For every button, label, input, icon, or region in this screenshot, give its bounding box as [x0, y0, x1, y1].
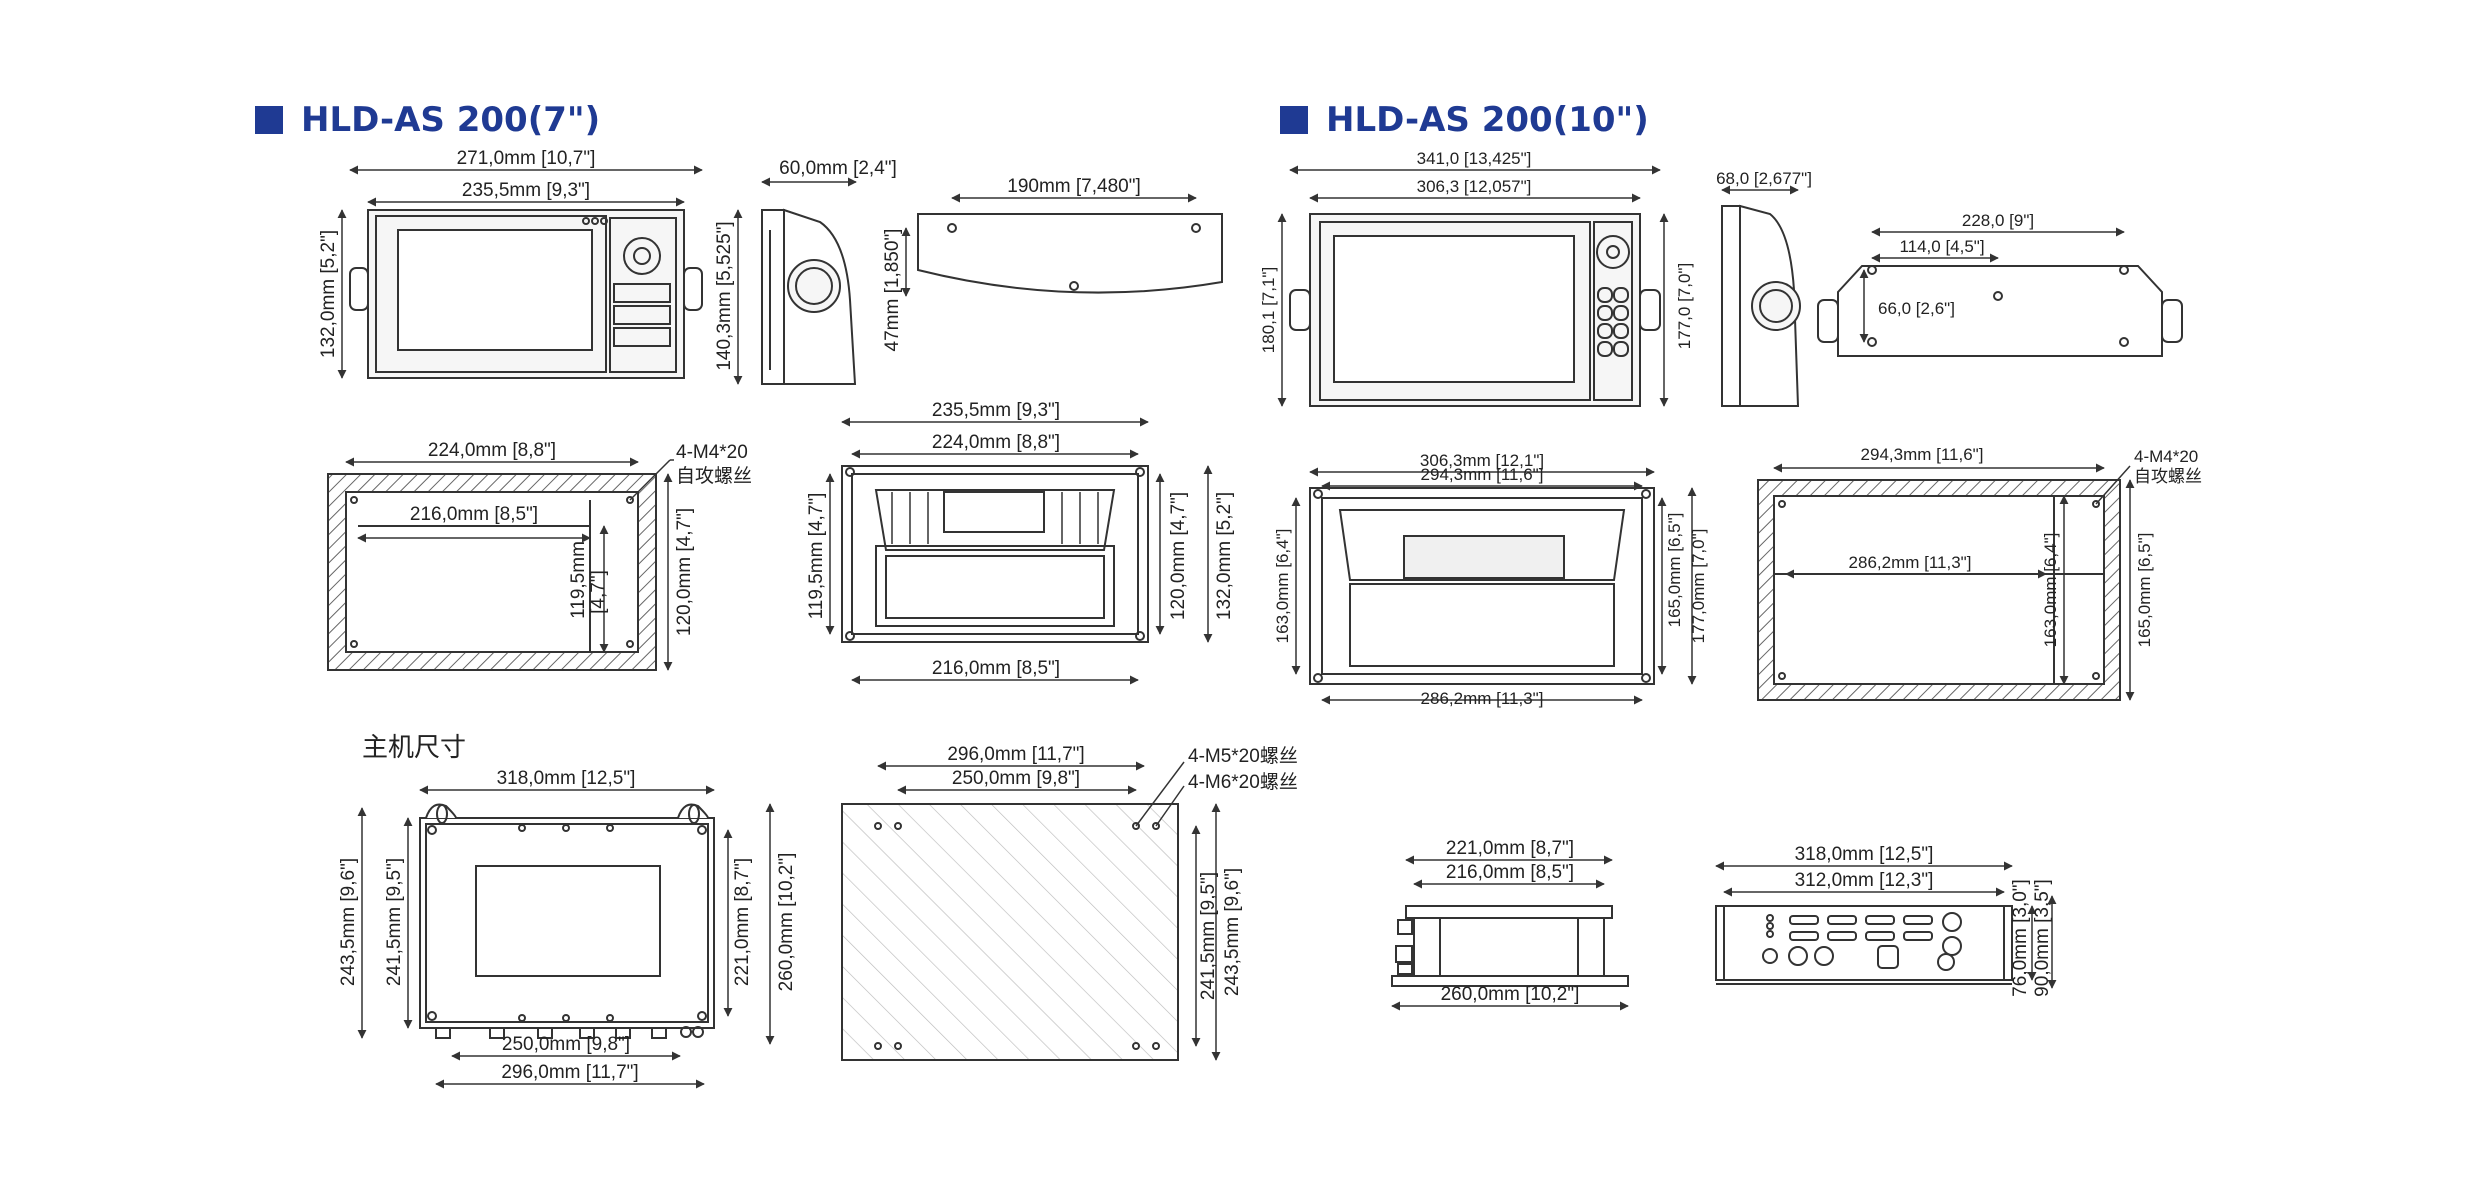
dim-7-cut-inner-w: 216,0mm [8,5"]	[410, 504, 538, 525]
dimension-labels-host: 主机尺寸 318,0mm [12,5"] 243,5mm [9,6"] 241,…	[338, 732, 2053, 1083]
dim-7-back-w2: 224,0mm [8,8"]	[932, 432, 1060, 453]
section-title-7in: HLD-AS 200(7")	[255, 100, 600, 140]
dim-host-front-h-outer: 243,5mm [9,6"]	[338, 858, 359, 986]
dimension-labels-10in: 341,0 [13,425"] 306,3 [12,057"] 180,1 [7…	[1259, 149, 2202, 708]
dim-host-plate-w1: 296,0mm [11,7"]	[947, 744, 1084, 765]
dim-10-back-w2: 294,3mm [11,6"]	[1421, 465, 1544, 484]
title-square-icon	[1280, 106, 1308, 134]
dim-7-back-h2: 120,0mm [4,7"]	[1168, 492, 1189, 620]
dim-10-back-w1: 306,3mm [12,1"]	[1420, 451, 1544, 470]
dim-host-plate-h1: 241,5mm [9,5"]	[1198, 872, 1219, 1000]
dim-host-end-h2: 90,0mm [3,5"]	[2032, 879, 2053, 997]
dim-7-front-h: 132,0mm [5,2"]	[318, 230, 339, 358]
dim-host-end-w2: 312,0mm [12,3"]	[1795, 870, 1934, 891]
dim-7-cut-inner-h: 119,5mm	[568, 541, 589, 619]
dim-7-bracket-w: 190mm [7,480"]	[1007, 176, 1140, 197]
dim-10-cut-outer-w: 294,3mm [11,6"]	[1861, 445, 1984, 464]
dim-host-side-w1: 221,0mm [8,7"]	[1446, 838, 1574, 859]
dim-10-front-h2: 177,0 [7,0"]	[1675, 263, 1694, 349]
back-view-7in	[841, 465, 1149, 643]
dim-host-plate-h2: 243,5mm [9,6"]	[1222, 868, 1243, 996]
dim-7-front-overall-w: 271,0mm [10,7"]	[457, 148, 596, 169]
cutout-10in	[1757, 479, 2121, 701]
dim-7-bracket-h: 47mm [1,850"]	[882, 229, 903, 352]
dim-10-bracket-w1: 228,0 [9"]	[1962, 211, 2034, 230]
title-text-7in: HLD-AS 200(7")	[301, 100, 601, 140]
dim-host-plate-screw1: 4-M5*20螺丝	[1188, 745, 1298, 767]
bracket-10in	[1817, 265, 2183, 357]
dim-10-front-body-w: 306,3 [12,057"]	[1417, 177, 1532, 196]
dim-7-back-h3: 132,0mm [5,2"]	[1214, 492, 1235, 620]
section-title-10in: HLD-AS 200(10")	[1280, 100, 1649, 140]
dim-7-side-h: 140,3mm [5,525"]	[714, 221, 735, 370]
dim-7-back-w3: 216,0mm [8,5"]	[932, 658, 1060, 679]
host-front-view	[419, 803, 715, 1039]
cutout-7in	[327, 473, 657, 671]
host-end-view	[1715, 905, 2013, 985]
dim-7-side-depth: 60,0mm [2,4"]	[779, 158, 897, 179]
dim-host-front-h-r2: 260,0mm [10,2"]	[776, 853, 797, 992]
dim-host-front-w-b2: 296,0mm [11,7"]	[501, 1062, 638, 1083]
side-view-7in	[761, 208, 857, 385]
front-view-7in	[349, 209, 703, 379]
dim-10-back-w3: 286,2mm [11,3"]	[1421, 689, 1544, 708]
host-mounting-plate	[841, 803, 1179, 1061]
dim-7-back-h1: 119,5mm [4,7"]	[806, 493, 827, 620]
title-text-10in: HLD-AS 200(10")	[1326, 100, 1649, 140]
dim-7-cut-inner-h-in: [4,7"]	[588, 570, 609, 614]
dim-host-front-h-r1: 221,0mm [8,7"]	[732, 858, 753, 986]
dim-host-front-h-inner: 241,5mm [9,5"]	[384, 858, 405, 986]
front-view-10in	[1289, 213, 1661, 407]
dim-10-back-h1: 163,0mm [6,4"]	[1273, 529, 1292, 644]
title-square-icon	[255, 106, 283, 134]
dim-host-side-w2: 216,0mm [8,5"]	[1446, 862, 1574, 883]
dim-host-plate-screw2: 4-M6*20螺丝	[1188, 771, 1298, 793]
dim-7-back-w1: 235,5mm [9,3"]	[932, 400, 1060, 421]
dim-10-cut-outer-h: 165,0mm [6,5"]	[2135, 533, 2154, 648]
dim-10-cut-inner-h: 163,0mm [6,4"]	[2041, 533, 2060, 648]
host-side-view	[1391, 905, 1629, 987]
back-view-10in	[1309, 487, 1655, 685]
dim-10-back-h3: 177,0mm [7,0"]	[1689, 529, 1708, 644]
dim-host-plate-w2: 250,0mm [9,8"]	[952, 768, 1080, 789]
dim-10-front-overall-w: 341,0 [13,425"]	[1417, 149, 1532, 168]
side-view-10in	[1721, 204, 1801, 407]
dim-10-back-h2: 165,0mm [6,5"]	[1665, 513, 1684, 628]
dim-10-front-h1: 180,1 [7,1"]	[1259, 267, 1278, 353]
dim-7-front-body-w: 235,5mm [9,3"]	[462, 180, 590, 201]
dim-10-bracket-h: 66,0 [2,6"]	[1878, 299, 1955, 318]
dim-10-screw-spec: 4-M4*20	[2134, 447, 2198, 466]
dim-host-end-h1: 76,0mm [3,0"]	[2010, 879, 2031, 997]
dim-10-cut-inner-w: 286,2mm [11,3"]	[1849, 553, 1972, 572]
dim-7-cut-outer-h: 120,0mm [4,7"]	[674, 508, 695, 636]
dim-host-front-w-top: 318,0mm [12,5"]	[497, 768, 636, 789]
host-label: 主机尺寸	[362, 732, 466, 762]
dim-host-side-w3: 260,0mm [10,2"]	[1441, 984, 1580, 1005]
dim-10-side-depth: 68,0 [2,677"]	[1716, 169, 1812, 188]
dim-host-front-w-b1: 250,0mm [9,8"]	[502, 1034, 630, 1055]
bracket-7in	[917, 213, 1223, 294]
dimension-labels: 271,0mm [10,7"] 235,5mm [9,3"] 132,0mm […	[318, 148, 1235, 679]
dim-7-screw-type: 自攻螺丝	[676, 465, 752, 487]
dim-10-screw-type: 自攻螺丝	[2134, 467, 2202, 486]
dim-10-bracket-w2: 114,0 [4,5"]	[1899, 237, 1984, 256]
dim-host-end-w1: 318,0mm [12,5"]	[1795, 844, 1934, 865]
dim-7-cut-outer-w: 224,0mm [8,8"]	[428, 440, 556, 461]
dim-7-screw-spec: 4-M4*20	[676, 442, 748, 463]
